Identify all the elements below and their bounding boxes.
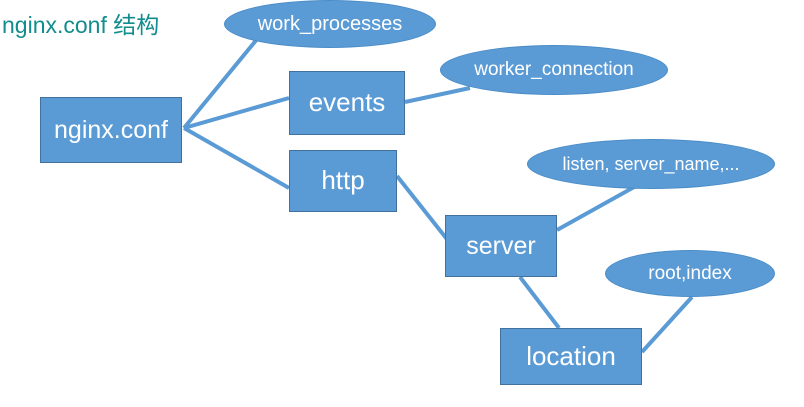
- connector-nginx-conf-to-events: [183, 96, 290, 130]
- node-label-server: server: [466, 231, 536, 260]
- node-root-index[interactable]: root,index: [605, 250, 775, 297]
- node-label-nginx-conf: nginx.conf: [54, 115, 168, 144]
- node-label-work-processes: work_processes: [257, 12, 403, 35]
- node-work-processes[interactable]: work_processes: [224, 0, 436, 48]
- connector-server-to-location: [518, 275, 561, 330]
- connector-location-to-root-index: [640, 295, 694, 354]
- node-label-events: events: [308, 87, 386, 118]
- connector-http-to-server: [395, 174, 452, 245]
- page-title: nginx.conf 结构: [2, 12, 160, 38]
- node-worker-connection[interactable]: worker_connection: [440, 45, 668, 95]
- node-location[interactable]: location: [500, 328, 642, 385]
- node-label-listen-server-name: listen, server_name,...: [562, 153, 740, 174]
- node-server[interactable]: server: [445, 215, 557, 277]
- connector-server-to-listen-server-name: [556, 184, 637, 232]
- node-label-location: location: [526, 340, 616, 371]
- connector-events-to-worker-connection: [404, 86, 471, 104]
- node-http[interactable]: http: [289, 150, 397, 212]
- node-listen-server-name[interactable]: listen, server_name,...: [527, 139, 775, 189]
- node-label-root-index: root,index: [648, 262, 732, 284]
- node-label-worker-connection: worker_connection: [474, 59, 634, 81]
- connector-nginx-conf-to-http: [183, 126, 290, 190]
- node-events[interactable]: events: [289, 71, 405, 135]
- node-nginx-conf[interactable]: nginx.conf: [40, 97, 182, 163]
- node-label-http: http: [321, 165, 365, 196]
- connector-nginx-conf-to-work-processes: [182, 36, 260, 130]
